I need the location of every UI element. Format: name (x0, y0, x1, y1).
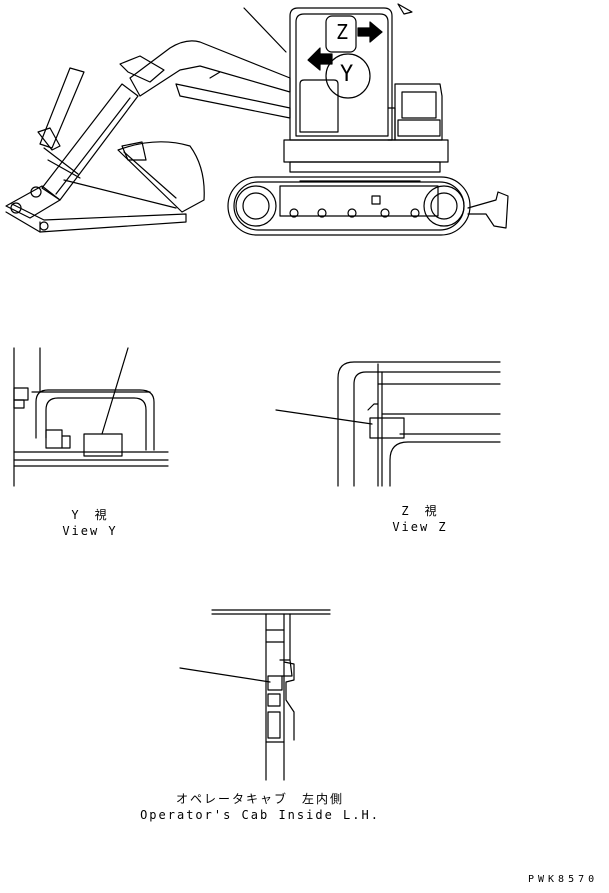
linkage (5, 179, 187, 233)
view-z-caption-jp: Z 視 (401, 504, 439, 518)
view-z-marker-box (325, 15, 357, 53)
crawler-track (227, 176, 471, 236)
view-y-caption-jp: Y 視 (71, 508, 109, 522)
excavator-illustration (5, 3, 509, 236)
bucket (117, 141, 205, 213)
view-y-marker-letter: Y (340, 62, 354, 87)
cab-inside-detail (179, 609, 331, 781)
cab-caption-en: Operator's Cab Inside L.H. (140, 808, 380, 822)
arrow-right-icon (357, 21, 383, 43)
arrow-left-icon (307, 47, 333, 71)
arm (37, 67, 139, 201)
view-y-detail (13, 347, 169, 487)
view-y-caption-en: View Y (62, 524, 118, 538)
view-z-marker-letter: Z (336, 20, 349, 44)
cab-caption-jp: オペレータキャブ 左内側 (175, 792, 344, 806)
label-location-cab (267, 675, 283, 691)
label-location-z (369, 417, 405, 439)
drawing-code: PWK8570 (528, 874, 599, 885)
boom (119, 40, 291, 119)
label-location-y (83, 433, 123, 457)
view-z-caption-en: View Z (392, 520, 448, 534)
cab (243, 3, 413, 141)
view-y-marker-circle (325, 53, 371, 99)
upper-structure (283, 83, 449, 173)
dozer-blade (467, 191, 509, 229)
view-z-detail (275, 361, 501, 487)
